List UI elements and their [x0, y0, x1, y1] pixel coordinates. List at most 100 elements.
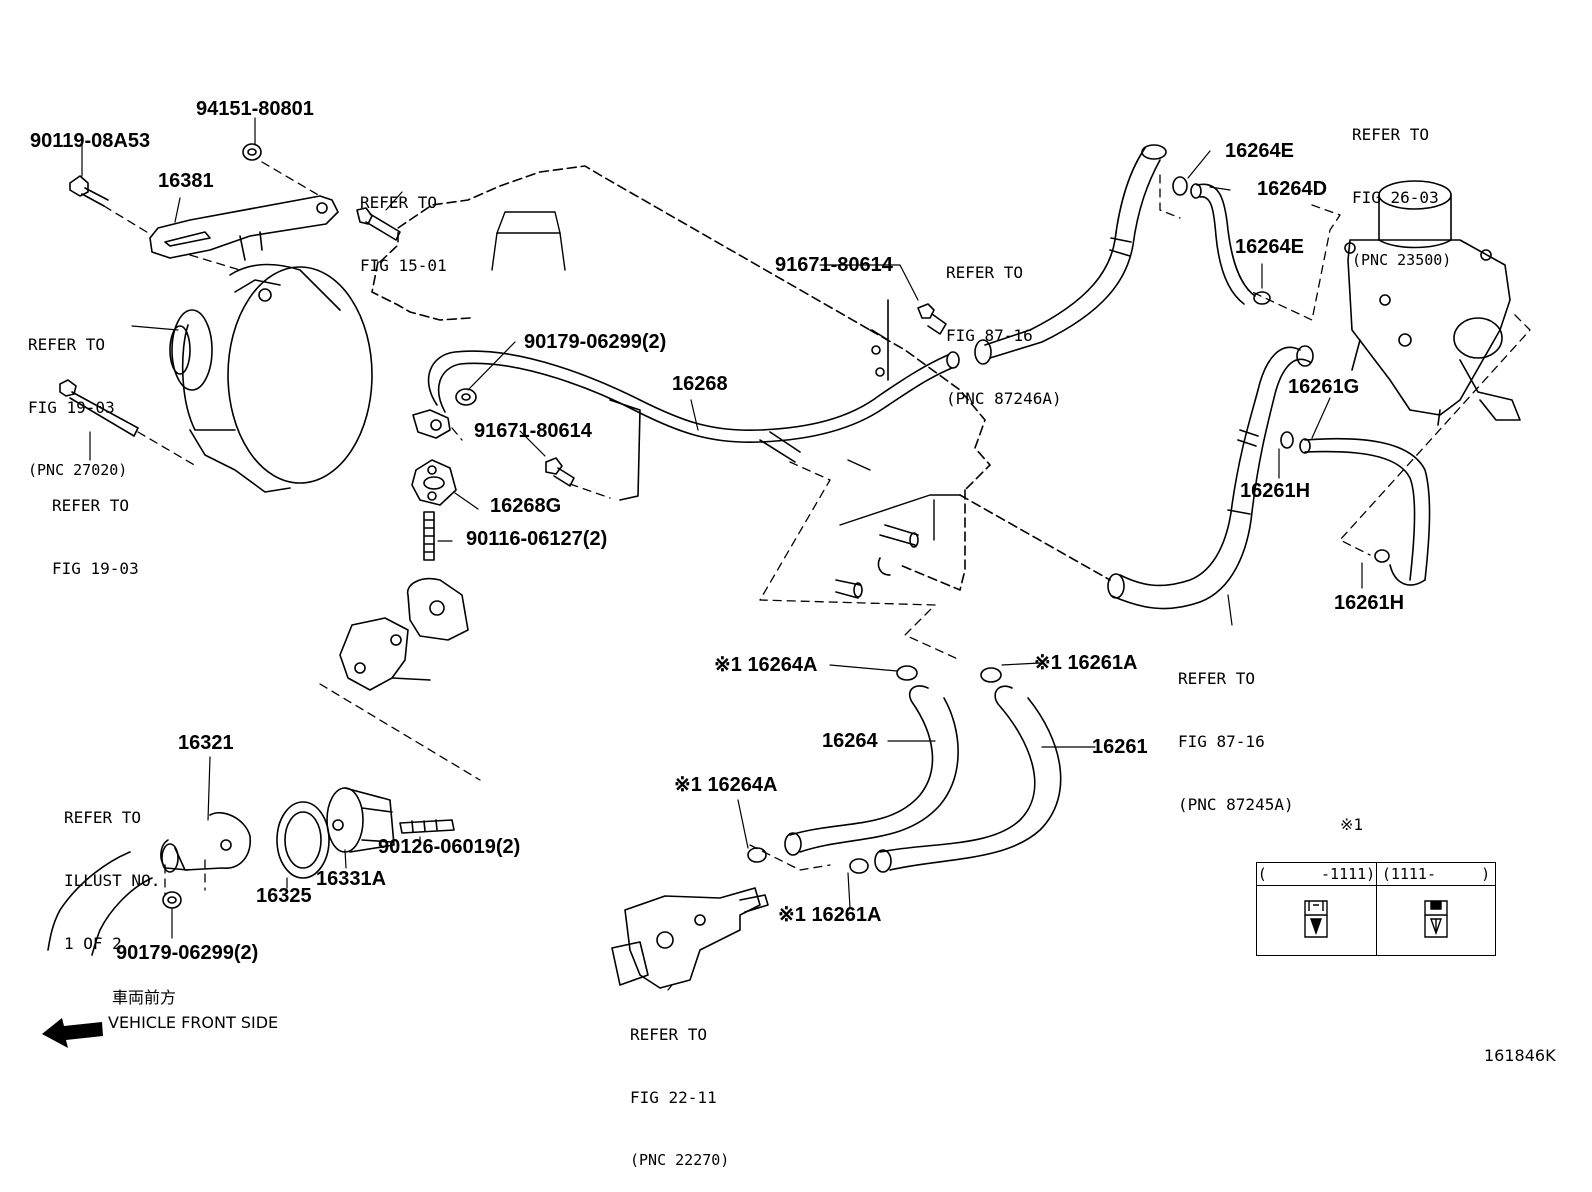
- refer-fig-26-03: REFER TO FIG 26-03 (PNC 23500): [1352, 82, 1451, 292]
- hose-87245A: [1107, 345, 1314, 610]
- part-label-16264E-mid: 16264E: [1235, 236, 1304, 258]
- refer-fig-87-16-b: REFER TO FIG 87-16 (PNC 87245A): [1178, 626, 1294, 836]
- clamp-16261H-mid: [1280, 431, 1294, 449]
- stud-90126-06019: [399, 819, 455, 834]
- part-label-90116-06127: 90116-06127(2): [466, 528, 608, 550]
- refer-line: (PNC 87246A): [946, 389, 1062, 408]
- part-label-16264A-lower: ※1 16264A: [674, 774, 778, 796]
- refer-line: (PNC 23500): [1352, 251, 1452, 269]
- legend-col-2: (1111- ): [1377, 863, 1495, 955]
- bolt-91671-80614-top: [917, 303, 947, 335]
- engine-block: [491, 211, 961, 541]
- clamps-lower: [747, 847, 869, 874]
- part-label-16264A-upper: ※1 16264A: [714, 654, 818, 676]
- refer-line: FIG 19-03: [52, 559, 139, 578]
- refer-line: REFER TO: [630, 1025, 708, 1044]
- front-label-jp: 車両前方: [112, 988, 177, 1007]
- refer-fig-87-16-a: REFER TO FIG 87-16 (PNC 87246A): [946, 220, 1062, 430]
- clamp-16264E-top: [1172, 176, 1188, 196]
- alternator: [169, 263, 373, 493]
- part-label-16261: 16261: [1092, 736, 1148, 758]
- bolt-fig15-01: [356, 207, 401, 241]
- clamp-type-2-icon: [1424, 900, 1448, 938]
- part-label-16264: 16264: [822, 730, 878, 752]
- part-label-16261H-low: 16261H: [1334, 592, 1405, 614]
- part-label-16261A-lower: ※1 16261A: [778, 904, 882, 926]
- part-label-16261H-mid: 16261H: [1240, 480, 1311, 502]
- refer-fig-22-11: REFER TO FIG 22-11 (PNC 22270): [630, 982, 729, 1192]
- gasket-16268G: [411, 459, 457, 506]
- leader-lines: [81, 117, 1363, 991]
- clamp-16261H-low: [1374, 549, 1390, 563]
- refer-line: FIG 19-03: [28, 398, 115, 417]
- part-label-16261G: 16261G: [1288, 376, 1360, 398]
- refer-line: REFER TO: [1352, 125, 1430, 144]
- part-label-90179-06299-top: 90179-06299(2): [524, 331, 667, 353]
- part-label-16264E-top: 16264E: [1225, 140, 1294, 162]
- bolt-lower-left: [59, 379, 139, 437]
- refer-line: FIG 87-16: [1178, 732, 1265, 751]
- hose-16261: [874, 685, 1062, 873]
- refer-line: ILLUST NO.: [64, 871, 161, 890]
- engine-outlets: [835, 524, 919, 599]
- refer-line: (PNC 87245A): [1178, 795, 1294, 814]
- throttle-body-22270: [611, 887, 769, 989]
- hose-16264: [784, 685, 959, 856]
- part-label-90126-06019: 90126-06019(2): [378, 836, 521, 858]
- refer-line: (PNC 27020): [28, 461, 128, 479]
- hose-87246A: [974, 144, 1167, 365]
- refer-fig-15-01: REFER TO FIG 15-01: [360, 150, 447, 297]
- valve-assembly-23500: [1344, 180, 1521, 426]
- refer-line: FIG 87-16: [946, 326, 1033, 345]
- refer-line: REFER TO: [1178, 669, 1256, 688]
- part-label-90119-08A53: 90119-08A53: [30, 130, 151, 152]
- refer-line: REFER TO: [360, 193, 438, 212]
- part-label-94151-80801: 94151-80801: [196, 98, 314, 120]
- part-label-91671-80614-top: 91671-80614: [775, 254, 893, 276]
- legend-col-1: ( -1111): [1257, 863, 1377, 955]
- legend-table: ( -1111) (1111- ): [1256, 862, 1496, 956]
- part-label-16268: 16268: [672, 373, 728, 395]
- thermostat-housing-upper: [339, 577, 469, 691]
- legend-col-1-header: ( -1111): [1257, 863, 1376, 886]
- legend-mark: ※1: [1340, 815, 1364, 834]
- refer-line: FIG 22-11: [630, 1088, 717, 1107]
- part-label-90179-06299-low: 90179-06299(2): [116, 942, 259, 964]
- part-label-16325: 16325: [256, 885, 312, 907]
- nut-90179-06299-low: [162, 891, 182, 909]
- hose-16261G: [1299, 437, 1431, 586]
- refer-line: REFER TO: [64, 808, 142, 827]
- leader-dashes: [103, 161, 1531, 896]
- refer-line: FIG 15-01: [360, 256, 447, 275]
- bracket-16381: [149, 195, 339, 261]
- refer-line: REFER TO: [946, 263, 1024, 282]
- stud-90116-06127: [423, 511, 435, 561]
- part-label-16331A: 16331A: [316, 868, 387, 890]
- part-label-91671-80614-mid: 91671-80614: [474, 420, 592, 442]
- part-label-16261A-upper: ※1 16261A: [1034, 652, 1138, 674]
- refer-line: REFER TO: [52, 496, 130, 515]
- refer-illust-no: REFER TO ILLUST NO. 1 OF 2: [64, 765, 160, 975]
- front-label-en: VEHICLE FRONT SIDE: [108, 1013, 279, 1032]
- part-label-16264D: 16264D: [1257, 178, 1328, 200]
- refer-fig-19-03-pnc: REFER TO FIG 19-03 (PNC 27020): [28, 292, 127, 502]
- part-label-16321: 16321: [178, 732, 234, 754]
- refer-line: REFER TO: [28, 335, 106, 354]
- water-inlet-16321: [160, 811, 251, 873]
- hose-illust-1: [47, 851, 153, 956]
- clamp-type-1-icon: [1304, 900, 1328, 938]
- nut-90179-06299-top: [455, 388, 477, 406]
- part-label-16381: 16381: [158, 170, 214, 192]
- refer-line: (PNC 22270): [630, 1151, 730, 1169]
- gasket-16325: [276, 801, 330, 879]
- diagram-id: 161846K: [1484, 1046, 1556, 1065]
- legend-col-2-header: (1111- ): [1377, 863, 1495, 886]
- parts-diagram: [42, 117, 1531, 1048]
- clamps-upper: [896, 665, 1002, 683]
- bolt-91671-80614-mid: [545, 457, 575, 487]
- clamp-16264E-mid: [1253, 291, 1271, 305]
- front-arrow-icon: [42, 1018, 103, 1048]
- refer-line: FIG 26-03: [1352, 188, 1439, 207]
- refer-line: 1 OF 2: [64, 934, 122, 953]
- part-label-16268G: 16268G: [490, 495, 562, 517]
